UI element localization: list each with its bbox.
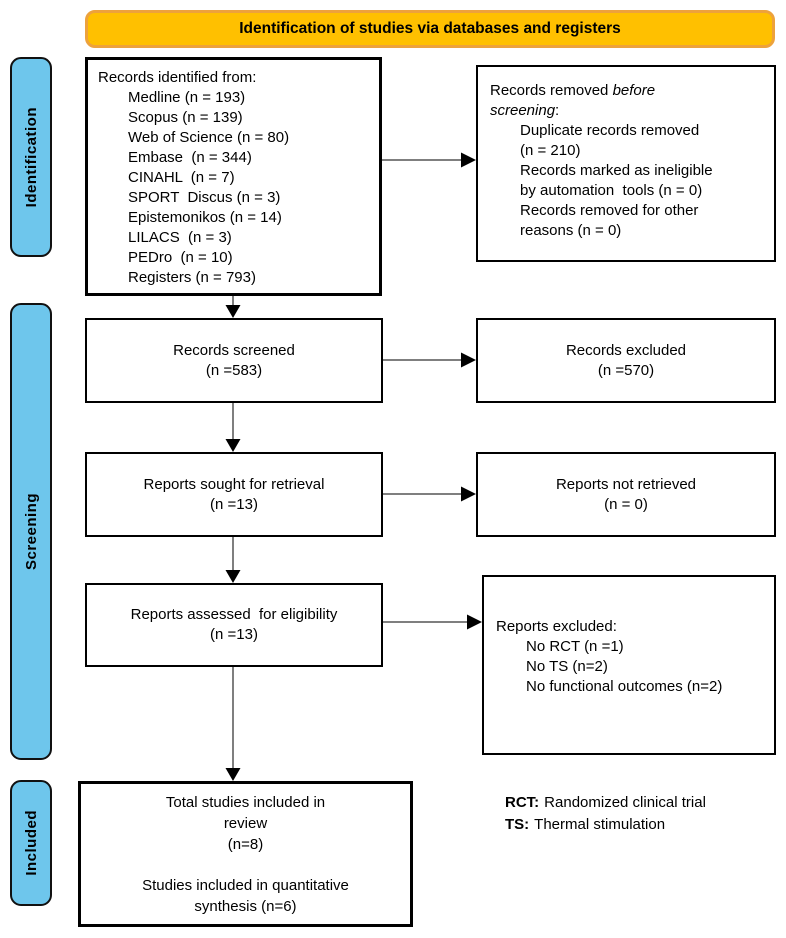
box-count-line: (n=8) (227, 835, 264, 853)
stage-label-screening: Screening (10, 303, 52, 760)
source-item: PEDro (n = 10) (128, 249, 233, 266)
abbreviation-legend: RCT:Randomized clinical trial TS:Thermal… (505, 792, 706, 836)
source-item: Epistemonikos (n = 14) (128, 209, 282, 226)
arrow-identified-to-removed (382, 152, 476, 168)
box-title: Reports excluded: (496, 618, 617, 635)
arrow-identified-to-screened (225, 296, 241, 318)
legend-item-ts: TS:Thermal stimulation (505, 814, 706, 836)
box-count-line: (n =583) (205, 361, 263, 379)
removed-item-line: by automation tools (n = 0) (520, 182, 703, 199)
box-records-excluded: Records excluded (n =570) (476, 318, 776, 403)
arrow-sought-to-not-retrieved (383, 486, 476, 502)
box-text-line: Reports assessed for eligibility (130, 606, 338, 623)
box-title: Records identified from: (98, 69, 257, 86)
removed-item-line: reasons (n = 0) (520, 222, 622, 239)
removed-item-line: Records removed for other (520, 202, 699, 219)
box-title-line: screening: (490, 102, 560, 119)
legend-item-rct: RCT:Randomized clinical trial (505, 792, 706, 814)
source-item: Scopus (n = 139) (128, 109, 243, 126)
source-item: Medline (n = 193) (128, 89, 246, 106)
banner-title: Identification of studies via databases … (85, 10, 775, 48)
box-count-line: (n =13) (210, 495, 258, 513)
removed-item-line: Records marked as ineligible (520, 162, 713, 179)
removed-item-line: (n = 210) (520, 142, 581, 159)
box-records-identified: Records identified from: Medline (n = 19… (85, 57, 382, 296)
excluded-reason-item: No functional outcomes (n=2) (526, 678, 723, 695)
box-text-line: Total studies included in (165, 793, 326, 811)
legend-definition: Randomized clinical trial (544, 794, 706, 811)
box-text-line: Reports not retrieved (555, 475, 697, 493)
box-reports-excluded: Reports excluded: No RCT (n =1) No TS (n… (482, 575, 776, 755)
source-item: Embase (n = 344) (128, 149, 252, 166)
source-item: Registers (n = 793) (128, 269, 256, 286)
box-reports-not-retrieved: Reports not retrieved (n = 0) (476, 452, 776, 537)
source-item: Web of Science (n = 80) (128, 129, 290, 146)
source-item: SPORT Discus (n = 3) (128, 189, 281, 206)
box-count-line: synthesis (n=6) (194, 897, 297, 915)
stage-label-identification-text: Identification (22, 106, 40, 208)
stage-label-identification: Identification (10, 57, 52, 257)
removed-item-line: Duplicate records removed (520, 122, 700, 139)
box-studies-included: Total studies included in review (n=8) S… (78, 781, 413, 927)
legend-term: RCT: (505, 794, 540, 811)
excluded-reason-item: No RCT (n =1) (526, 638, 624, 655)
stage-label-screening-text: Screening (22, 492, 40, 571)
box-text-line: Reports sought for retrieval (143, 475, 325, 493)
stage-label-included: Included (10, 780, 52, 906)
box-text-line: Records excluded (565, 341, 687, 359)
box-records-screened: Records screened (n =583) (85, 318, 383, 403)
source-item: LILACS (n = 3) (128, 229, 232, 246)
box-reports-assessed: Reports assessed for eligibility (n =13) (85, 583, 383, 667)
box-count-line: (n = 0) (604, 495, 648, 513)
box-count-line: (n =570) (597, 361, 655, 379)
stage-label-included-text: Included (22, 810, 40, 876)
arrow-assessed-to-included (225, 667, 241, 781)
arrow-sought-to-assessed (225, 537, 241, 583)
box-count-line: (n =13) (210, 626, 258, 643)
box-text-line: review (223, 814, 268, 832)
legend-term: TS: (505, 816, 530, 833)
box-text-line: Studies included in quantitative (142, 876, 349, 894)
box-text-line: Records screened (173, 341, 295, 359)
arrow-screened-to-sought (225, 403, 241, 452)
excluded-reason-item: No TS (n=2) (526, 658, 608, 675)
box-title-line: Records removed before (490, 82, 656, 99)
arrow-screened-to-excluded (383, 352, 476, 368)
box-records-removed: Records removed before screening: Duplic… (476, 65, 776, 262)
source-item: CINAHL (n = 7) (128, 169, 235, 186)
banner-title-text: Identification of studies via databases … (239, 20, 621, 37)
legend-definition: Thermal stimulation (534, 816, 666, 833)
arrow-assessed-to-reports-excluded (383, 614, 482, 630)
box-reports-sought: Reports sought for retrieval (n =13) (85, 452, 383, 537)
